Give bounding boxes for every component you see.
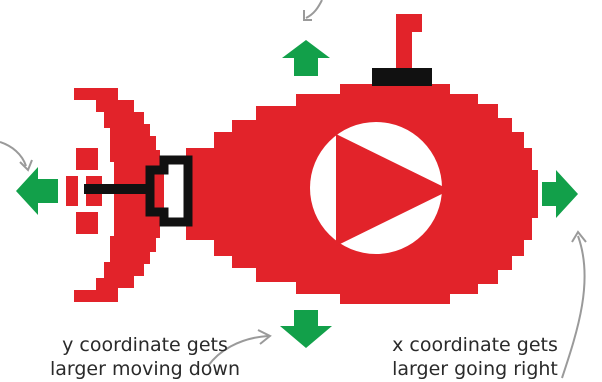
- arrow-left-icon: [16, 167, 58, 215]
- periscope-head: [396, 14, 422, 32]
- porthole-triangle: [336, 134, 450, 246]
- tail-stub: [66, 176, 78, 206]
- tail-notch-top: [76, 148, 98, 170]
- y-caption-line-2: larger moving down: [49, 358, 241, 380]
- y-axis-caption: y coordinate gets larger moving down: [20, 333, 270, 381]
- pointer-right: [561, 235, 586, 379]
- arrow-down-icon: [280, 310, 332, 348]
- pointer-top: [305, 0, 323, 19]
- pointer-left-head: [19, 159, 33, 172]
- arrow-right-icon: [542, 170, 578, 218]
- pointer-right-head: [571, 230, 587, 243]
- tail-fin: [74, 88, 164, 302]
- periscope-base: [372, 68, 432, 86]
- annotation-pointers: [0, 0, 587, 379]
- y-caption-line-1: y coordinate gets: [62, 334, 228, 356]
- x-caption-line-1: x coordinate gets: [392, 334, 558, 356]
- pointer-left: [0, 141, 27, 167]
- pointer-down: [207, 335, 269, 367]
- pointer-top-head: [303, 10, 312, 21]
- x-caption-line-2: larger going right: [392, 358, 558, 380]
- arrow-up-icon: [282, 40, 330, 76]
- tail-notch-bottom: [76, 212, 98, 234]
- propeller-bracket: [145, 155, 193, 227]
- pixel-submarine: [66, 14, 538, 304]
- pointer-down-head: [257, 329, 272, 345]
- propeller-shaft: [84, 184, 150, 194]
- direction-arrows: [16, 40, 578, 348]
- x-axis-caption: x coordinate gets larger going right: [355, 333, 595, 381]
